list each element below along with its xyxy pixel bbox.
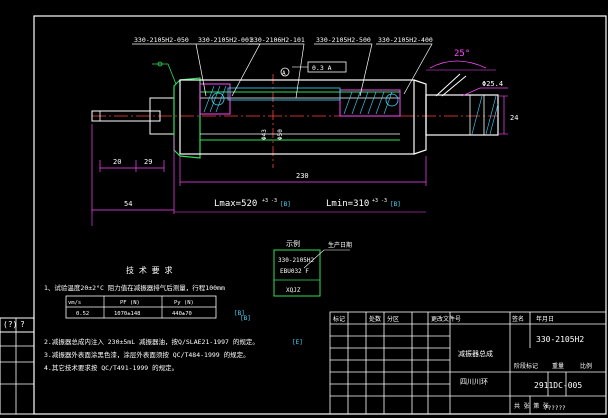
datum-label: A — [282, 70, 286, 77]
tech-r4: 4.其它技术要求按 QC/T491-1999 的规定。 — [44, 363, 178, 372]
tb-h6: 年月日 — [536, 315, 554, 323]
dim-24: 24 — [510, 114, 518, 122]
lmax-bracket: [B] — [280, 201, 291, 208]
piston-rod — [91, 110, 161, 122]
title-block — [329, 311, 607, 415]
table-c1: 0.52 — [76, 311, 89, 317]
stamp-title: 示例 — [286, 239, 300, 248]
left-strip-row1: (?) — [3, 320, 17, 329]
lmin-bracket: [B] — [390, 201, 401, 208]
oring — [211, 92, 225, 106]
stamp-code: 330-2105H2 — [278, 257, 315, 264]
stamp-line2: EBU032 F — [280, 268, 309, 275]
left-strip — [0, 317, 35, 415]
tb-h2: 处数 — [369, 315, 381, 323]
tolerance-value: 0.3 A — [312, 64, 332, 72]
drawing-frame — [33, 15, 607, 415]
oil-seal — [227, 87, 341, 101]
callout-4: 330-2105H2-500 — [316, 36, 371, 44]
stamp-box — [273, 249, 321, 297]
tb-h5: 签名 — [512, 315, 524, 323]
tb-sub: ?????? — [544, 405, 566, 412]
angle-arc — [429, 60, 487, 69]
stamp-note: 生产日期 — [328, 241, 352, 249]
callout-2: 330-2105H2-001 — [198, 36, 253, 44]
lmin-tol: +3 -3 — [372, 198, 387, 204]
left-strip-row2: ? — [20, 320, 25, 329]
tb-stage: 阶段标记 — [514, 362, 538, 370]
outer-cylinder — [179, 79, 415, 155]
tb-page: 共 张 第 张 — [514, 402, 549, 410]
table-h2: PF (N) — [120, 300, 140, 306]
tb-scale: 比例 — [580, 362, 592, 370]
callout-1: 330-2105H2-050 — [134, 36, 189, 44]
tech-r1: 1、试验温度20±2°C 阻力值在减振器排气后测量，行程100mm — [44, 283, 225, 292]
tb-code: 330-2105H2 — [536, 335, 584, 344]
tb-name: 减振器总成 — [458, 349, 493, 358]
section-hatch — [203, 85, 393, 115]
dust-cover — [173, 77, 201, 159]
tech-title: 技 术 要 求 — [126, 265, 172, 275]
rod-guide — [199, 83, 231, 115]
dim-54: 54 — [124, 200, 132, 208]
table-h1: vm/s — [68, 300, 81, 306]
svg-text:Φ50: Φ50 — [277, 129, 284, 140]
tb-company: 四川川环 — [460, 378, 488, 386]
tb-h4: 更改文件号 — [431, 315, 461, 323]
angle-label: 25° — [454, 49, 470, 59]
tb-h3: 分区 — [387, 315, 399, 323]
table-h3: Py (N) — [174, 300, 194, 306]
table-c2: 1070±148 — [114, 311, 141, 317]
callout-5: 330-2105H2-400 — [378, 36, 433, 44]
piston-valve — [339, 89, 401, 117]
dim-29: 29 — [144, 158, 152, 166]
dim-230: 230 — [296, 172, 309, 180]
datum-marker — [280, 67, 290, 77]
lmax-tol: +3 -3 — [262, 198, 277, 204]
dia-label: Φ25.4 — [482, 80, 503, 88]
end-cap — [413, 79, 427, 155]
tech-r2-mark: [E] — [292, 339, 303, 346]
table-bracket: [B] — [234, 310, 245, 317]
tech-r2: 2.减振器总成内注入 230±5mL 减振器油，按Q/SLAE21-1997 的… — [44, 337, 259, 346]
bottom-mount — [425, 94, 499, 136]
lmin-label: Lmin=310 — [326, 199, 369, 209]
callout-3: 330-2106H2-101 — [250, 36, 305, 44]
dim-20: 20 — [113, 158, 121, 166]
svg-text:Φ43: Φ43 — [261, 129, 268, 140]
tb-drawing-no: 2911DC-005 — [534, 381, 582, 390]
lmax-label: Lmax=520 — [214, 199, 257, 209]
stamp-line3: XQJZ — [286, 287, 301, 294]
tb-bracket: [B] — [240, 315, 251, 322]
tb-weight: 重量 — [552, 362, 564, 370]
tb-h1: 标记 — [333, 315, 345, 323]
table-c3: 440±70 — [172, 311, 192, 317]
tech-r3: 3.减振器外表面涂黑色漆，涂层外表面须按 QC/T484-1999 的规定。 — [44, 350, 250, 359]
